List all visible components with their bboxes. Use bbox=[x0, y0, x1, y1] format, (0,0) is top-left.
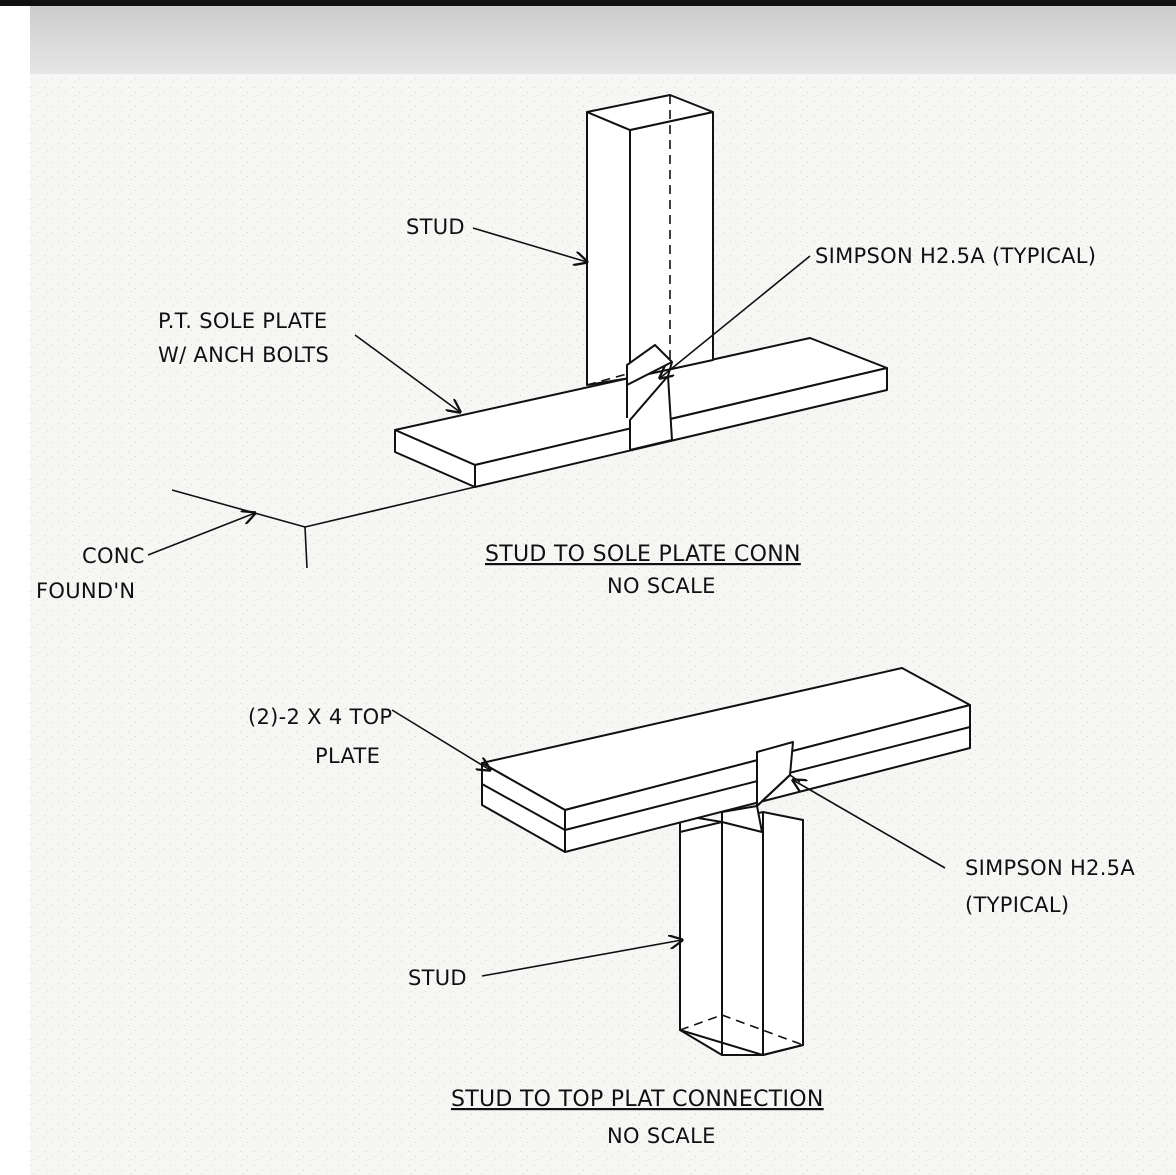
leader-stud bbox=[472, 227, 587, 262]
label-foundation-1: CONC bbox=[82, 544, 145, 568]
leader-connector-2 bbox=[793, 780, 946, 869]
label-stud-2: STUD bbox=[408, 966, 467, 990]
h25a-connector-lower bbox=[626, 344, 673, 451]
detail-2-scale: NO SCALE bbox=[607, 1124, 716, 1148]
leader-foundation bbox=[147, 513, 255, 556]
leader-top-plate bbox=[391, 709, 490, 770]
top-band bbox=[30, 6, 1176, 74]
leader-sole-plate bbox=[354, 334, 460, 412]
label-top-plate-2: PLATE bbox=[315, 744, 380, 768]
label-top-plate-1: (2)-2 X 4 TOP bbox=[248, 705, 392, 729]
leader-stud-2 bbox=[481, 940, 682, 977]
detail-1-title: STUD TO SOLE PLATE CONN bbox=[485, 542, 801, 567]
top-edge bbox=[0, 0, 1176, 6]
h25a-connector-upper bbox=[721, 741, 801, 833]
label-connector-2-1: SIMPSON H2.5A bbox=[965, 856, 1135, 880]
stud-lower-front bbox=[679, 811, 804, 1056]
label-connector: SIMPSON H2.5A (TYPICAL) bbox=[815, 244, 1096, 268]
stud-upper bbox=[586, 94, 714, 386]
detail-2-title: STUD TO TOP PLAT CONNECTION bbox=[451, 1087, 824, 1112]
label-foundation-2: FOUND'N bbox=[36, 579, 135, 603]
label-sole-plate-1: P.T. SOLE PLATE bbox=[158, 309, 327, 333]
label-connector-2-2: (TYPICAL) bbox=[965, 893, 1069, 917]
detail-1-scale: NO SCALE bbox=[607, 574, 716, 598]
leader-connector bbox=[660, 255, 811, 378]
label-sole-plate-2: W/ ANCH BOLTS bbox=[158, 343, 329, 367]
concrete-foundation bbox=[171, 486, 476, 569]
sole-plate-detail: STUD SIMPSON H2.5A (TYPICAL) P.T. SOLE P… bbox=[36, 94, 1096, 603]
label-stud: STUD bbox=[406, 215, 465, 239]
top-plate-detail: (2)-2 X 4 TOP PLATE SIMPSON H2.5A (TYPIC… bbox=[248, 667, 1135, 1148]
left-margin bbox=[0, 6, 30, 1175]
sole-plate bbox=[394, 337, 888, 488]
